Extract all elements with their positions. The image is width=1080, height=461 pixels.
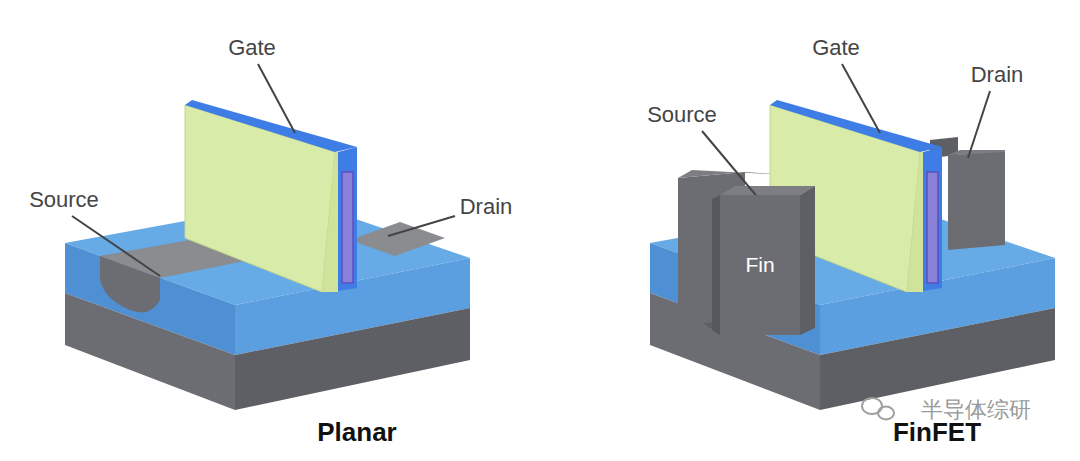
watermark: 半导体综研 — [921, 398, 1031, 422]
drain-label: Drain — [971, 63, 1024, 87]
watermark-icon — [862, 398, 894, 420]
fin-top — [720, 186, 815, 195]
drain-region — [350, 222, 445, 256]
drain-fin — [948, 152, 1005, 250]
fin-side — [800, 186, 815, 335]
gate-label: Gate — [228, 36, 276, 60]
source-label: Source — [647, 103, 717, 127]
fin-label: Fin — [745, 253, 774, 277]
source-well — [100, 256, 160, 312]
gate-stack — [185, 100, 357, 292]
fin-side — [712, 195, 720, 335]
leader-lines — [72, 64, 990, 276]
drain-label: Drain — [460, 195, 513, 219]
fin-face: Fin — [720, 195, 800, 335]
figure-caption: Planar — [317, 418, 397, 447]
figure-caption: FinFET — [893, 418, 981, 447]
source-label: Source — [29, 188, 99, 212]
gate-label: Gate — [812, 36, 860, 60]
